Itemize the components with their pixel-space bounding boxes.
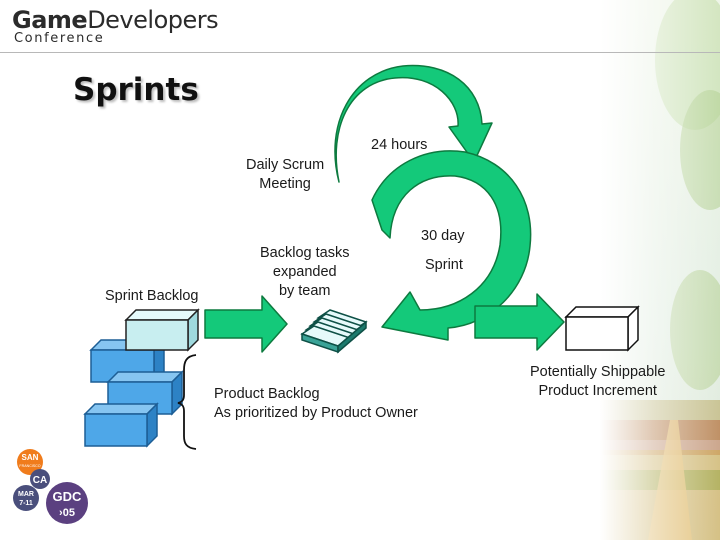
label-sprint: Sprint (425, 257, 463, 273)
label-product-backlog-line-2: As prioritized by Product Owner (214, 405, 418, 421)
badge-year: ›05 (59, 507, 75, 519)
label-product-backlog-line-1: Product Backlog (214, 386, 320, 402)
label-sprint-backlog: Sprint Backlog (105, 288, 199, 304)
label-increment: Potentially Shippable Product Increment (530, 363, 665, 401)
badge-date-circle (13, 485, 39, 511)
product-backlog-bracket (177, 354, 197, 450)
product-backlog-cube-3 (83, 402, 159, 448)
logo-brand-rest: Developers (87, 6, 219, 34)
gdc-event-badge: SAN FRANCISCO CA MAR 7-11 GDC ›05 (13, 449, 88, 524)
header-rule (0, 52, 720, 53)
small-loop-arrow (334, 64, 493, 183)
label-backlog-tasks-line-1: Backlog tasks (260, 245, 350, 261)
product-increment-box (564, 305, 640, 352)
badge-state-circle (30, 469, 50, 489)
label-backlog-tasks-line-3: by team (278, 283, 331, 299)
label-increment-line-1: Potentially Shippable (530, 364, 666, 380)
arrow-to-tasks (204, 295, 288, 353)
countryside-photo (600, 0, 720, 540)
label-backlog-tasks-line-2: expanded (272, 264, 337, 280)
badge-month: MAR (18, 491, 34, 498)
label-30-day: 30 day (421, 228, 465, 244)
badge-dates: 7-11 (19, 500, 33, 507)
sprint-backlog-tile (124, 308, 200, 352)
backlog-tasks-stack (300, 309, 368, 354)
label-daily-scrum: Daily Scrum Meeting (246, 156, 324, 194)
label-backlog-tasks: Backlog tasks expanded by team (260, 244, 349, 301)
label-daily-scrum-line-1: Daily Scrum (246, 157, 325, 173)
badge-event: GDC (53, 489, 83, 504)
product-backlog-stack (83, 338, 184, 448)
slide-title: Sprints (73, 72, 199, 108)
badge-event-circle (46, 482, 88, 524)
label-24-hours: 24 hours (371, 137, 428, 153)
label-daily-scrum-line-2: Meeting (259, 176, 311, 192)
label-product-backlog: Product Backlog As prioritized by Produc… (214, 385, 418, 423)
badge-city-2: FRANCISCO (19, 464, 40, 468)
product-backlog-cube-2 (106, 370, 184, 416)
arrow-to-increment (474, 293, 565, 351)
logo-brand-sub: Conference (14, 31, 105, 46)
logo-brand-bold: Game (12, 6, 88, 34)
badge-city-circle (17, 449, 43, 475)
badge-state: CA (33, 475, 47, 486)
large-loop-arrow (371, 150, 532, 341)
label-increment-line-2: Product Increment (538, 383, 657, 399)
gdc-logo-wordmark: GameDevelopers (12, 6, 219, 34)
badge-city-1: SAN (22, 453, 39, 462)
